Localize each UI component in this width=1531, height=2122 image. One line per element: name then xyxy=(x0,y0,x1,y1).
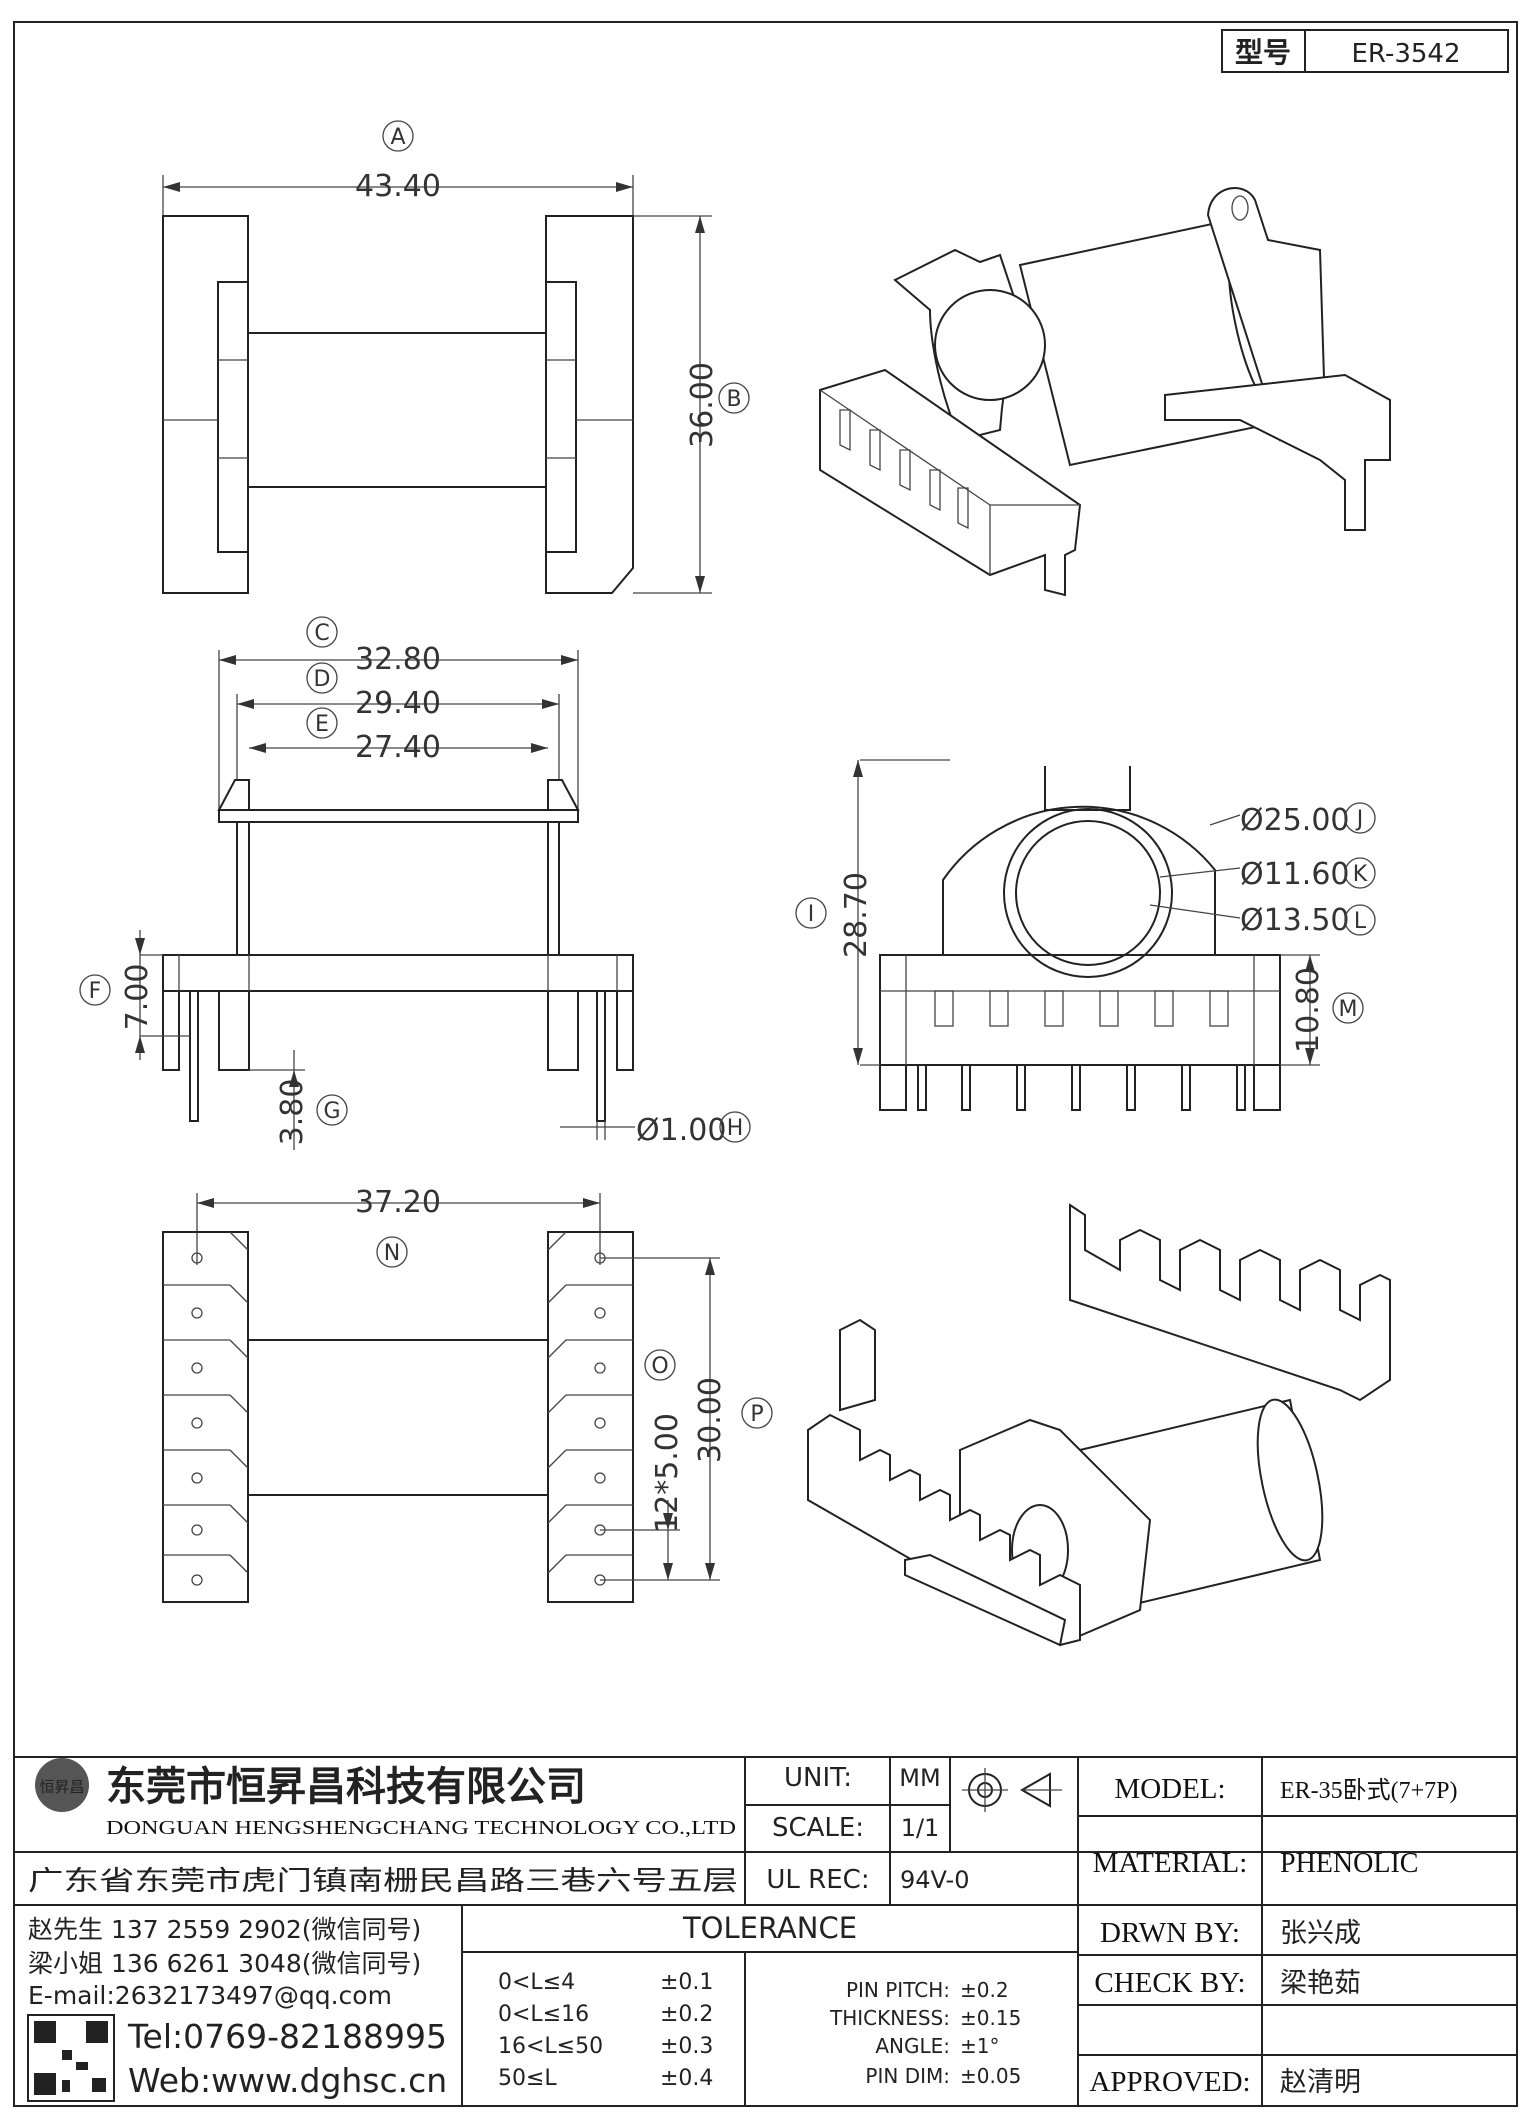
dim-f-value: 7.00 xyxy=(120,964,155,1031)
part-number-box: 型号 ER-3542 xyxy=(1221,29,1509,73)
check-value: 梁艳茹 xyxy=(1280,1968,1361,1999)
material-label: MATERIAL: xyxy=(1093,1847,1248,1879)
tol-range-1: 0<L≤4 xyxy=(498,1970,575,1995)
dim-tag-e-text: E xyxy=(315,712,329,737)
dim-b-value: 36.00 xyxy=(685,362,720,448)
title-block: 恒昇昌 东莞市恒昇昌科技有限公司 DONGUAN HENGSHENGCHANG … xyxy=(14,1756,1517,2106)
tol-value-1: ±0.1 xyxy=(660,1970,713,1995)
web: Web:www.dghsc.cn xyxy=(128,2061,447,2100)
unit-value: MM xyxy=(899,1764,940,1792)
dim-tag-k-text: K xyxy=(1353,862,1368,887)
dim-tag-m-text: M xyxy=(1339,997,1358,1022)
scale-value: 1/1 xyxy=(901,1814,940,1842)
dim-c-value: 32.80 xyxy=(355,642,441,677)
dim-tag-i-text: I xyxy=(808,902,815,927)
dim-g-value: 3.80 xyxy=(275,1079,310,1146)
qr-code xyxy=(27,2014,115,2102)
sheet-border xyxy=(13,21,1518,2107)
logo-text: 恒昇昌 xyxy=(39,1778,84,1796)
model-value: ER-35卧式(7+7P) xyxy=(1280,1777,1458,1804)
drawn-value: 张兴成 xyxy=(1280,1918,1361,1949)
right-pad-column xyxy=(547,1231,634,1603)
unit-label: UNIT: xyxy=(784,1763,852,1793)
tol-value-3: ±0.3 xyxy=(660,2034,713,2059)
pin-dim-label: PIN DIM: xyxy=(865,2064,950,2088)
dim-d-value: 29.40 xyxy=(355,686,441,721)
dim-a-value: 43.40 xyxy=(355,169,441,204)
angle-value: ±1° xyxy=(960,2034,999,2058)
dim-tag-f-text: F xyxy=(89,979,102,1004)
approved-value: 赵清明 xyxy=(1280,2067,1361,2098)
dim-n-value: 37.20 xyxy=(355,1185,441,1220)
company-en: DONGUAN HENGSHENGCHANG TECHNOLOGY CO.,LT… xyxy=(106,1817,736,1839)
bore-outer-circle xyxy=(1003,808,1173,978)
check-label: CHECK BY: xyxy=(1094,1967,1245,1999)
top-view: A 43.40 36.00 B xyxy=(162,120,750,594)
pins xyxy=(917,1064,1246,1111)
contact-2: 梁小姐 136 6261 3048(微信同号) xyxy=(28,1949,421,1978)
dim-o-value: 12*5.00 xyxy=(650,1413,685,1533)
scale-label: SCALE: xyxy=(772,1813,864,1843)
tolerance-title: TOLERANCE xyxy=(682,1911,857,1945)
dim-tag-c-text: C xyxy=(314,621,329,646)
pin-dim-value: ±0.05 xyxy=(960,2064,1021,2088)
dim-j-value: Ø25.00 xyxy=(1240,803,1350,838)
isometric-view-bottom xyxy=(807,1203,1391,1647)
part-label: 型号 xyxy=(1235,36,1291,69)
tol-range-2: 0<L≤16 xyxy=(498,2002,589,2027)
dim-tag-h-text: H xyxy=(727,1116,744,1141)
dim-tag-a xyxy=(382,120,414,152)
front-view: C 32.80 D 29.40 E 27.40 xyxy=(79,616,751,1150)
thickness-value: ±0.15 xyxy=(960,2006,1021,2030)
company-cn: 东莞市恒昇昌科技有限公司 xyxy=(106,1764,586,1810)
material-value: PHENOLIC xyxy=(1280,1848,1418,1879)
dim-p-value: 30.00 xyxy=(693,1377,728,1463)
dim-tag-n-text: N xyxy=(384,1241,400,1266)
dim-tag-d-text: D xyxy=(314,667,331,692)
ulrec-label: UL REC: xyxy=(766,1865,869,1895)
dim-tag-p-text: P xyxy=(750,1402,763,1427)
approved-label: APPROVED: xyxy=(1089,2066,1250,2098)
thickness-label: THICKNESS: xyxy=(829,2006,950,2030)
tol-range-4: 50≤L xyxy=(498,2066,557,2091)
company-address: 广东省东莞市虎门镇南栅民昌路三巷六号五层 xyxy=(28,1866,738,1897)
rail-slots xyxy=(839,409,969,530)
bottom-view: 37.20 N xyxy=(162,1185,773,1603)
angle-label: ANGLE: xyxy=(875,2034,950,2058)
contact-email: E-mail:2632173497@qq.com xyxy=(28,1981,392,2010)
left-pad-column xyxy=(162,1231,249,1603)
dim-k-value: Ø11.60 xyxy=(1240,857,1350,892)
tel: Tel:0769-82188995 xyxy=(127,2017,447,2056)
tol-value-4: ±0.4 xyxy=(660,2066,713,2091)
tol-value-2: ±0.2 xyxy=(660,2002,713,2027)
tol-range-3: 16<L≤50 xyxy=(498,2034,603,2059)
dim-h-value: Ø1.00 xyxy=(636,1113,726,1148)
dim-tag-o-text: O xyxy=(651,1354,668,1379)
dim-tag-g-text: G xyxy=(323,1099,340,1124)
dim-tag-b-text: B xyxy=(726,387,741,412)
dim-tag-l-text: L xyxy=(1354,909,1367,934)
third-angle-projection-icon xyxy=(962,1768,1062,1812)
dim-m-value: 10.80 xyxy=(1291,967,1326,1053)
dim-tag-j-text: J xyxy=(1355,807,1364,832)
dim-e-value: 27.40 xyxy=(355,730,441,765)
pin-slots xyxy=(934,990,1229,1027)
ulrec-value: 94V-0 xyxy=(900,1866,969,1894)
pin-pitch-value: ±0.2 xyxy=(960,1978,1009,2002)
company-logo: 恒昇昌 xyxy=(35,1758,89,1812)
drawn-label: DRWN BY: xyxy=(1100,1917,1240,1949)
part-value: ER-3542 xyxy=(1352,39,1461,69)
bore-inner-circle xyxy=(1015,820,1161,966)
contact-1: 赵先生 137 2559 2902(微信同号) xyxy=(28,1915,421,1944)
side-view: 28.70 I Ø25.00 J Ø11.60 K Ø13.50 L 10.80… xyxy=(795,759,1376,1111)
dim-tag-a-text: A xyxy=(390,125,405,150)
pin-pitch-label: PIN PITCH: xyxy=(846,1978,950,2002)
isometric-view-top xyxy=(819,187,1391,597)
dim-l-value: Ø13.50 xyxy=(1240,903,1350,938)
model-label: MODEL: xyxy=(1114,1773,1225,1805)
dim-i-value: 28.70 xyxy=(839,872,874,958)
